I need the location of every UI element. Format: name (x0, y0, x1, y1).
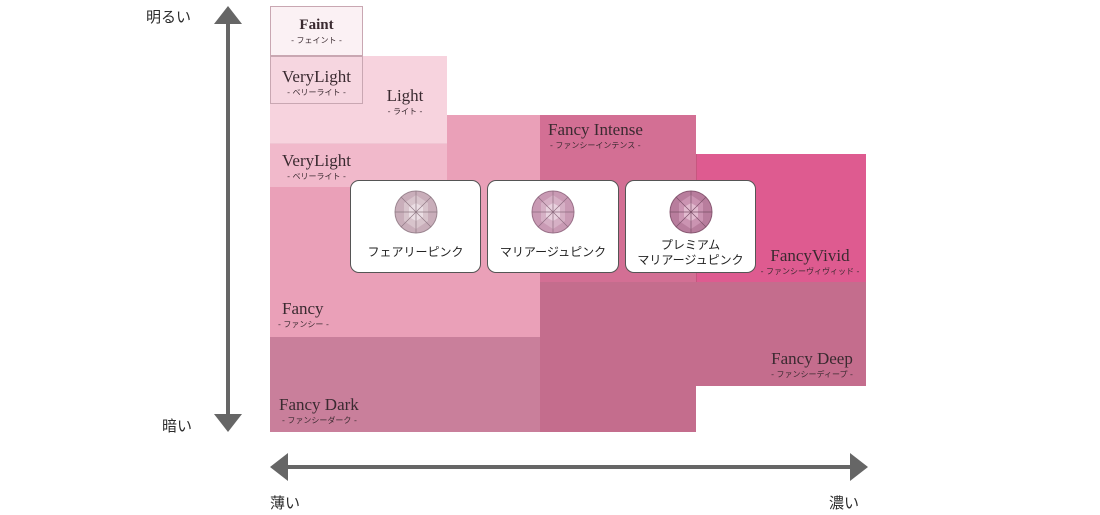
product-name-line1: プレミアム (660, 238, 721, 252)
grade-very-light-top-en: VeryLight (282, 67, 351, 86)
grade-very-light-top-jp: - ベリーライト - (287, 88, 346, 97)
zone-very-light-top (270, 56, 363, 104)
grade-fancy-dark-jp: - ファンシーダーク - (282, 416, 357, 425)
diamond-icon (394, 190, 437, 234)
grade-fancy-en: Fancy (282, 299, 324, 318)
grade-fancy-intense-jp: - ファンシーインテンス - (550, 141, 641, 150)
grade-fancy-intense: Fancy Intense - ファンシーインテンス - (548, 121, 650, 150)
grade-very-light-mid: VeryLight - ベリーライト - (270, 152, 363, 181)
axis-label-dark: 暗い (162, 417, 193, 435)
axis-label-deep-tone: 濃い (829, 494, 860, 512)
zone-fancy-deep (540, 282, 696, 432)
vertical-axis-arrow (214, 6, 242, 432)
axis-label-light-tone: 薄い (270, 494, 301, 512)
grade-fancy-vivid-en: FancyVivid (770, 246, 850, 265)
zone-fancy-dark (270, 337, 540, 432)
grade-fancy: Fancy - ファンシー - (278, 300, 338, 329)
zone-fancy-deep-right (696, 282, 866, 386)
zone-faint (270, 6, 363, 56)
grade-very-light-top: VeryLight - ベリーライト - (270, 68, 363, 97)
grade-light: Light - ライト - (366, 87, 444, 116)
grade-fancy-deep: Fancy Deep - ファンシーディープ - (760, 350, 864, 379)
grade-fancy-dark-en: Fancy Dark (279, 395, 359, 414)
product-name: マリアージュピンク (499, 245, 607, 259)
grade-faint: Faint - フェイント - (270, 18, 363, 45)
product-name-line2: マリアージュピンク (637, 253, 744, 267)
grade-faint-jp: - フェイント - (291, 36, 342, 45)
diamond-icon (669, 190, 712, 234)
grade-fancy-deep-jp: - ファンシーディープ - (771, 370, 853, 379)
grade-fancy-vivid: FancyVivid - ファンシーヴィヴィッド - (756, 247, 864, 276)
diamond-icon (531, 190, 575, 234)
grade-fancy-intense-en: Fancy Intense (548, 120, 643, 139)
grade-light-jp: - ライト - (387, 107, 423, 116)
grade-faint-en: Faint (299, 17, 334, 33)
horizontal-axis-arrow (270, 453, 868, 481)
product-card-fairy-pink[interactable]: フェアリーピンク (350, 180, 481, 273)
grade-very-light-mid-jp: - ベリーライト - (287, 172, 346, 181)
grade-very-light-mid-en: VeryLight (282, 151, 351, 170)
grade-fancy-deep-en: Fancy Deep (771, 349, 853, 368)
product-card-mariage-pink[interactable]: マリアージュピンク (487, 180, 619, 273)
grade-fancy-vivid-jp: - ファンシーヴィヴィッド - (760, 267, 860, 276)
product-name: フェアリーピンク (367, 245, 464, 259)
grade-fancy-dark: Fancy Dark - ファンシーダーク - (276, 396, 372, 425)
grade-light-en: Light (386, 86, 424, 105)
grade-fancy-jp: - ファンシー - (278, 320, 329, 329)
zone-very-light-mid (270, 144, 447, 187)
product-card-premium-mariage-pink[interactable]: プレミアム マリアージュピンク (625, 180, 756, 273)
axis-label-bright: 明るい (146, 8, 192, 26)
